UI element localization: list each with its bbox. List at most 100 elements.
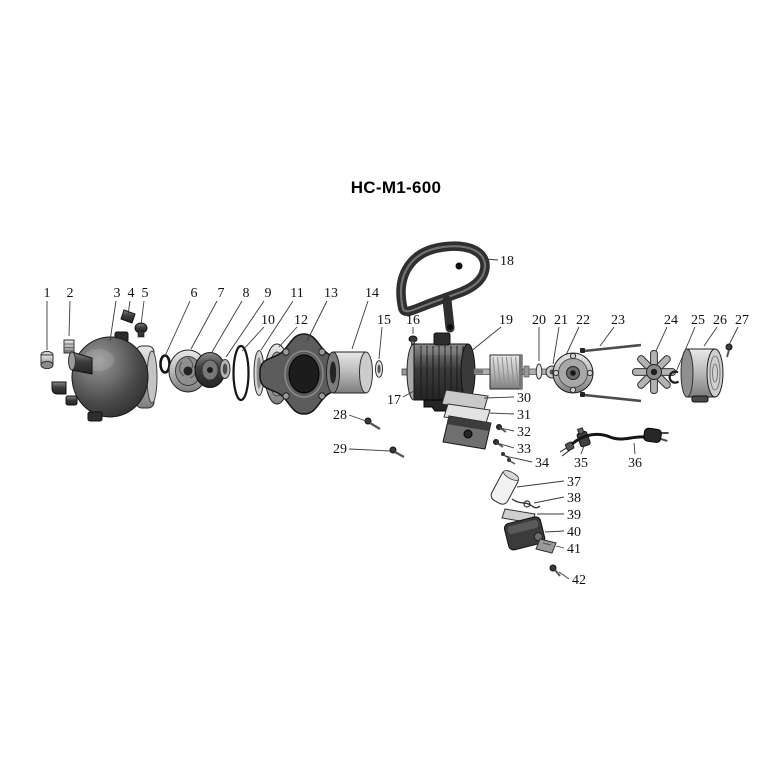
power-cord: [559, 427, 669, 457]
part-label-23: 23: [599, 313, 625, 347]
leader-line: [164, 300, 191, 357]
leader-line: [580, 445, 585, 455]
part-number: 42: [572, 573, 586, 588]
part-label-1: 1: [44, 286, 51, 350]
part-label-41: 41: [555, 542, 581, 557]
part-number: 26: [713, 313, 727, 328]
leader-line: [655, 326, 668, 352]
part-label-22: 22: [565, 313, 590, 356]
part-number: 41: [567, 542, 581, 557]
part-label-33: 33: [496, 442, 531, 457]
leader-line: [241, 326, 265, 352]
part-label-25: 25: [675, 313, 705, 373]
part-number: 2: [67, 286, 74, 301]
leader-line: [348, 448, 391, 452]
capacitor-box: [503, 516, 546, 551]
leader-line: [599, 326, 615, 347]
capacitor-wires: [511, 498, 541, 509]
part-number: 23: [611, 313, 625, 328]
washer: [374, 360, 384, 378]
hose-fittings: [40, 339, 90, 406]
part-number: 39: [567, 508, 581, 523]
part-label-32: 32: [499, 425, 531, 440]
leader-line: [558, 571, 570, 580]
part-label-26: 26: [703, 313, 727, 347]
retaining-clip: [668, 370, 680, 384]
leader-line: [489, 412, 515, 415]
capacitor: [490, 470, 520, 505]
part-number: 29: [333, 442, 347, 457]
leader-line: [499, 427, 515, 432]
mechanical-seal-seat: [194, 352, 226, 388]
drain-plug: [134, 322, 148, 338]
leader-line: [278, 326, 298, 348]
part-number: 4: [128, 286, 135, 301]
leader-line: [703, 326, 718, 347]
part-number: 21: [554, 313, 568, 328]
part-number: 9: [265, 286, 272, 301]
screw-28: [364, 417, 381, 430]
part-label-36: 36: [628, 442, 642, 471]
o-ring-small: [159, 354, 171, 374]
part-label-16: 16: [406, 313, 420, 334]
part-label-5: 5: [140, 286, 149, 326]
part-number: 32: [517, 425, 531, 440]
part-label-19: 19: [469, 313, 513, 353]
part-label-35: 35: [574, 445, 588, 471]
o-ring-large: [232, 344, 250, 402]
part-label-42: 42: [558, 571, 586, 588]
part-label-37: 37: [516, 475, 581, 490]
part-label-40: 40: [544, 525, 581, 540]
leader-line: [306, 300, 328, 342]
part-label-18: 18: [483, 254, 514, 269]
screw-29: [389, 446, 405, 458]
part-number: 30: [517, 391, 531, 406]
part-label-17: 17: [387, 390, 415, 408]
part-number: 3: [114, 286, 121, 301]
figure-title: HC-M1-600: [351, 178, 442, 197]
part-label-6: 6: [164, 286, 198, 357]
part-number: 7: [218, 286, 225, 301]
part-number: 20: [532, 313, 546, 328]
leader-line: [469, 326, 502, 353]
leader-line: [516, 480, 565, 488]
leader-line: [140, 300, 145, 326]
part-number: 33: [517, 442, 531, 457]
carry-handle: [396, 241, 490, 333]
leader-line: [633, 442, 636, 455]
leader-line: [496, 442, 515, 449]
leader-line: [533, 496, 565, 504]
leader-line: [225, 300, 265, 358]
part-label-31: 31: [489, 408, 531, 423]
screw-42: [549, 564, 561, 577]
leader-line: [504, 455, 533, 463]
leader-line: [190, 300, 218, 350]
pump-housing: [68, 331, 158, 422]
screws-34: [501, 452, 516, 465]
part-label-29: 29: [333, 442, 391, 457]
part-number: 1: [44, 286, 51, 301]
part-number: 6: [191, 286, 198, 301]
part-number: 5: [142, 286, 149, 301]
part-label-24: 24: [655, 313, 678, 352]
part-label-8: 8: [211, 286, 250, 353]
part-number: 25: [691, 313, 705, 328]
leader-line: [348, 414, 367, 422]
part-number: 10: [261, 313, 275, 328]
part-label-9: 9: [225, 286, 272, 358]
leader-line: [483, 396, 515, 399]
part-label-20: 20: [532, 313, 546, 361]
leader-line: [68, 300, 71, 337]
part-label-39: 39: [537, 508, 581, 523]
part-number: 8: [243, 286, 250, 301]
seal-housing: [326, 351, 373, 394]
part-number: 19: [499, 313, 513, 328]
leader-line: [378, 326, 383, 360]
part-label-10: 10: [241, 313, 275, 352]
part-number: 13: [324, 286, 338, 301]
part-number: 37: [567, 475, 581, 490]
part-number: 14: [365, 286, 379, 301]
part-number: 31: [517, 408, 531, 423]
